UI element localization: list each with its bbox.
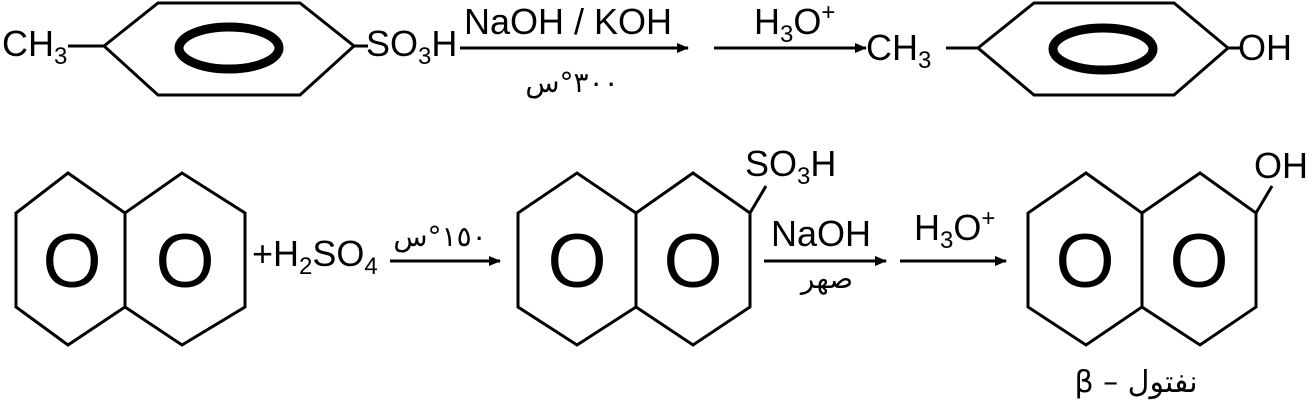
aromatic-circle-left: O bbox=[1055, 219, 1114, 304]
reagent-label: H3O+ bbox=[754, 0, 835, 48]
benzene-ring bbox=[101, 1, 357, 97]
reaction-2: O O +H2SO4 ١٥٠°س O O SO3H NaOH صهر H3O+ bbox=[14, 143, 1308, 400]
right-ring bbox=[123, 171, 247, 347]
hydroxyl-group-label: OH bbox=[1254, 145, 1308, 186]
reaction-arrow-5: H3O+ bbox=[900, 205, 1007, 266]
condition-label: ١٥٠°س bbox=[393, 220, 486, 253]
reagent-label: H3O+ bbox=[914, 205, 995, 254]
reaction-arrow-4: NaOH صهر bbox=[764, 213, 887, 295]
aromatic-circle-right: O bbox=[155, 219, 214, 304]
aromatic-circle-left: O bbox=[547, 219, 606, 304]
aromatic-circle-left: O bbox=[42, 219, 101, 304]
bond-line bbox=[748, 185, 768, 214]
reaction-arrow-2: H3O+ bbox=[714, 0, 867, 53]
bond-line bbox=[1254, 185, 1274, 214]
product-name-label: β – نفتول bbox=[1074, 365, 1197, 400]
aromatic-circle-right: O bbox=[1169, 219, 1228, 304]
aromatic-circle-right: O bbox=[663, 219, 722, 304]
reaction-arrow-1: NaOH / KOH ٣٠٠°س bbox=[460, 1, 689, 99]
sulfonic-acid-group-label: SO3H bbox=[745, 143, 836, 190]
p-cresol: CH3 OH bbox=[866, 1, 1292, 97]
reagent-label: NaOH / KOH bbox=[464, 1, 672, 42]
methyl-group-label: CH3 bbox=[2, 23, 67, 70]
aromatic-circle bbox=[1048, 23, 1158, 75]
p-toluenesulfonic-acid: CH3 SO3H bbox=[2, 1, 457, 97]
aromatic-circle bbox=[174, 22, 284, 74]
right-ring bbox=[634, 171, 752, 347]
reagent-label: NaOH bbox=[771, 213, 871, 254]
condition-label: ٣٠٠°س bbox=[525, 66, 618, 99]
hydroxyl-group-label: OH bbox=[1238, 27, 1292, 68]
naphthalene-2-sulfonic-acid: O O SO3H bbox=[516, 143, 836, 347]
sulfuric-acid-label: +H2SO4 bbox=[252, 233, 378, 280]
beta-naphthol: O O OH β – نفتول bbox=[1026, 145, 1308, 400]
right-ring bbox=[1140, 171, 1258, 347]
methyl-group-label: CH3 bbox=[866, 27, 931, 74]
naphthalene: O O bbox=[14, 171, 247, 347]
reaction-1: CH3 SO3H NaOH / KOH ٣٠٠°س H3O+ CH3 OH bbox=[2, 0, 1292, 99]
condition-label: صهر bbox=[799, 262, 853, 295]
benzene-ring bbox=[975, 1, 1231, 97]
sulfonic-acid-group-label: SO3H bbox=[366, 23, 457, 70]
reaction-arrow-3: ١٥٠°س bbox=[390, 220, 501, 266]
